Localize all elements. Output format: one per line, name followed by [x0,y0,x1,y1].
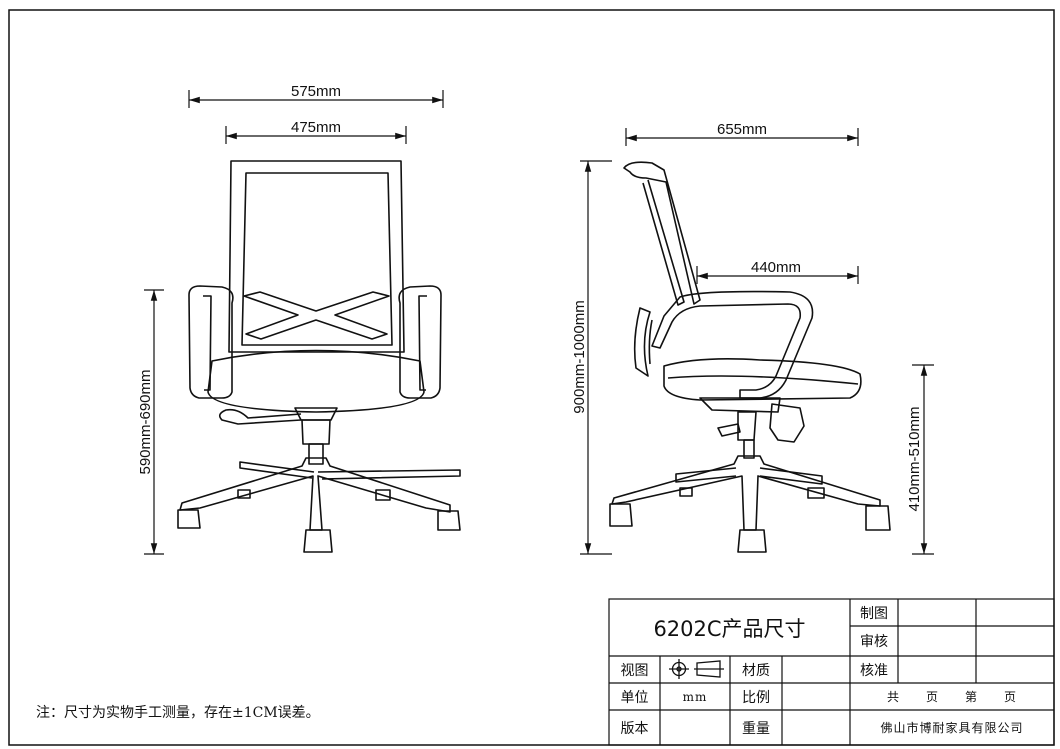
unit-value: mm [682,689,708,704]
dim-front-inner-width: 475mm [291,119,341,136]
label-view: 视图 [620,662,649,679]
label-drawn: 制图 [860,605,888,622]
title-block-grid [608,598,1055,746]
front-view-chair [177,160,461,553]
side-dimension-lines [580,128,934,555]
projection-symbol-icon [669,659,724,679]
drawing-border [8,9,1055,746]
dim-front-outer-width: 575mm [291,83,341,100]
label-scale: 比例 [742,689,770,706]
side-view-chair [609,161,891,553]
label-material: 材质 [742,662,770,679]
dim-total-height: 900mm-1000mm [571,300,588,413]
dim-seat-height: 410mm-510mm [906,406,923,511]
label-unit: 单位 [620,689,649,706]
label-version: 版本 [620,720,649,737]
dim-seat-depth: 440mm [751,259,801,276]
front-dimension-lines [144,90,444,555]
label-weight: 重量 [742,720,770,737]
label-approved: 核准 [860,662,888,679]
company-name: 佛山市博耐家具有限公司 [880,721,1024,735]
product-title: 6202C产品尺寸 [653,616,806,641]
dim-armrest-height: 590mm-690mm [137,369,154,474]
dim-side-depth: 655mm [717,121,767,138]
page-count: 共 页 第 页 [886,690,1017,704]
label-checked: 审核 [860,634,888,650]
measurement-note: 注：尺寸为实物手工测量，存在±1CM误差。 [36,705,320,721]
